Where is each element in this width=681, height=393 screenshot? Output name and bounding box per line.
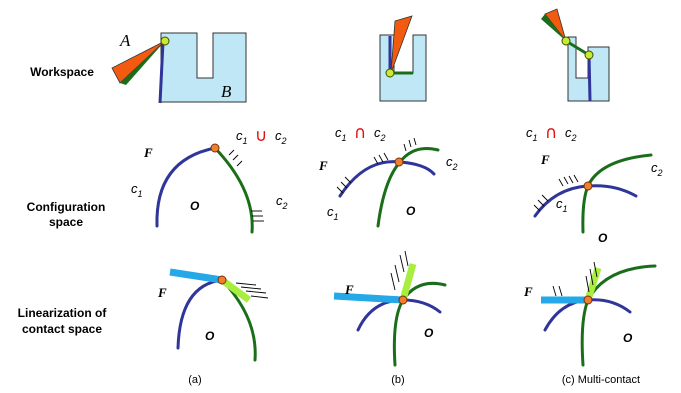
linearization-b: F O — [333, 250, 447, 367]
contact-point — [210, 143, 220, 153]
linearization-c: F O — [523, 261, 657, 367]
caption-a: (a) — [188, 374, 201, 386]
row-label-linearization-2: contact space — [22, 322, 102, 336]
union-expression: c1 ∪ c2 — [236, 126, 287, 146]
contact-vertex-dot — [385, 68, 395, 78]
cspace-a: F O c1 c2 c1 ∪ c2 — [131, 126, 288, 234]
label-b: B — [221, 82, 232, 101]
hatch-marks — [235, 282, 269, 299]
c2-label: c2 — [651, 160, 663, 178]
c1-label: c1 — [131, 181, 143, 199]
cspace-c: F O c1 c2 c1 ∩ c2 — [526, 123, 663, 245]
workspace-c — [541, 8, 610, 102]
svg-text:c1: c1 — [335, 125, 347, 143]
workspace-a: A B — [111, 31, 247, 104]
contact-point — [583, 181, 593, 191]
svg-text:c2: c2 — [374, 125, 386, 143]
obstacle-label: O — [406, 204, 416, 218]
intersection-expression: c1 ∩ c2 — [335, 123, 386, 143]
cspace-b: F O c1 c2 c1 ∩ c2 — [318, 123, 458, 228]
contact-point — [398, 295, 408, 305]
workspace-b — [379, 15, 427, 102]
svg-text:∩: ∩ — [545, 123, 557, 143]
c2-label: c2 — [276, 193, 288, 211]
obstacle-label: O — [190, 199, 200, 213]
linearized-c2 — [219, 277, 252, 303]
obstacle-b-shape-b — [379, 34, 427, 102]
svg-text:c2: c2 — [565, 125, 577, 143]
label-a: A — [119, 31, 131, 50]
svg-text:∪: ∪ — [255, 126, 267, 146]
hatch-marks — [390, 250, 409, 291]
svg-text:c1: c1 — [236, 128, 248, 146]
row-label-configuration-1: Configuration — [27, 200, 106, 214]
free-space-label: F — [344, 282, 354, 297]
linearization-a: F O — [157, 268, 269, 362]
curve-c2 — [581, 153, 653, 234]
hatch-marks — [533, 174, 579, 212]
hatch-marks — [228, 149, 264, 222]
row-label-linearization-1: Linearization of — [18, 306, 108, 320]
contact-point — [217, 275, 227, 285]
free-space-label: F — [157, 285, 167, 300]
curve-c1 — [176, 278, 224, 350]
contact-vertex-dot — [561, 36, 571, 46]
svg-text:∩: ∩ — [354, 123, 366, 143]
intersection-expression: c1 ∩ c2 — [526, 123, 577, 143]
contact-vertex-dot — [160, 36, 170, 46]
free-space-label: F — [540, 152, 550, 167]
linearized-c1 — [169, 268, 223, 284]
free-space-label: F — [523, 284, 533, 299]
curve-c1 — [155, 146, 217, 228]
obstacle-label: O — [598, 231, 608, 245]
curve-c2 — [213, 146, 254, 234]
contact-vertex-dot — [584, 50, 594, 60]
svg-text:c2: c2 — [275, 128, 287, 146]
row-label-configuration-2: space — [49, 215, 83, 229]
hatch-marks — [552, 261, 598, 297]
c1-label: c1 — [556, 196, 568, 214]
obstacle-label: O — [205, 329, 215, 343]
obstacle-label: O — [424, 326, 434, 340]
free-space-label: F — [318, 158, 328, 173]
c1-label: c1 — [327, 204, 339, 222]
linearized-c1 — [333, 292, 404, 304]
contact-point — [394, 157, 404, 167]
caption-c: (c) Multi-contact — [562, 374, 640, 386]
robot-b-triangle — [390, 15, 413, 74]
linearized-c2 — [399, 263, 417, 301]
row-label-workspace: Workspace — [30, 65, 94, 79]
svg-text:c1: c1 — [526, 125, 538, 143]
contact-point — [583, 295, 593, 305]
caption-b: (b) — [391, 374, 404, 386]
free-space-label: F — [143, 145, 153, 160]
c2-label: c2 — [446, 154, 458, 172]
hatch-marks — [336, 137, 417, 194]
curve-c1 — [338, 160, 436, 198]
obstacle-label: O — [623, 331, 633, 345]
obstacle-b-shape-a — [160, 32, 247, 103]
